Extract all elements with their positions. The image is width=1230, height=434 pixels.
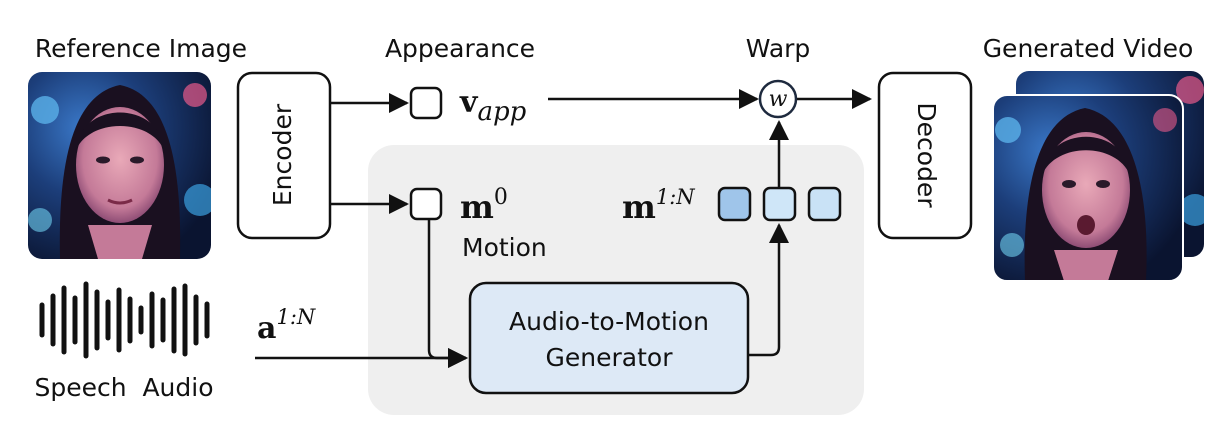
warp-node [758, 79, 798, 119]
m0-base: m [460, 188, 494, 226]
generated-video-frame-front-border [992, 94, 1184, 282]
m-seq-symbol: m1:N [622, 185, 695, 226]
warp-symbol: w [769, 87, 788, 112]
m0-symbol: m0 [460, 185, 508, 226]
generator-label-line1: Audio-to-Motion [509, 307, 709, 336]
audio-to-motion-generator [468, 281, 750, 395]
v-app-symbol: vapp [459, 85, 527, 127]
a-base: a [257, 311, 276, 346]
motion-seq-token-2 [762, 186, 797, 222]
motion-token [409, 187, 443, 221]
a-superscript: 1:N [276, 305, 315, 329]
m0-superscript: 0 [494, 185, 508, 210]
encoder-label: Encoder [268, 103, 297, 206]
generated-video-title: Generated Video [983, 34, 1194, 63]
reference-image [28, 72, 211, 259]
decoder-label: Decoder [912, 102, 941, 208]
v-app-subscript: app [477, 97, 526, 127]
motion-label: Motion [462, 233, 547, 262]
speech-audio-waveform [39, 281, 210, 359]
reference-image-title: Reference Image [35, 34, 247, 63]
generated-video-frame-front [993, 95, 1183, 281]
m-seq-superscript: 1:N [656, 185, 695, 209]
encoder-block [236, 71, 332, 240]
motion-seq-token-3 [807, 186, 842, 222]
appearance-token [409, 86, 443, 120]
m-seq-base: m [622, 188, 656, 226]
generator-label-line2: Generator [546, 343, 674, 372]
decoder-block [877, 71, 973, 240]
appearance-title: Appearance [385, 34, 535, 63]
a-symbol: a1:N [257, 305, 316, 346]
speech-audio-label: Speech Audio [34, 373, 213, 402]
v-app-base: v [459, 85, 479, 120]
arrow-generator-to-motion-seq [748, 223, 789, 357]
motion-seq-token-1 [717, 186, 752, 222]
warp-title: Warp [746, 34, 811, 63]
